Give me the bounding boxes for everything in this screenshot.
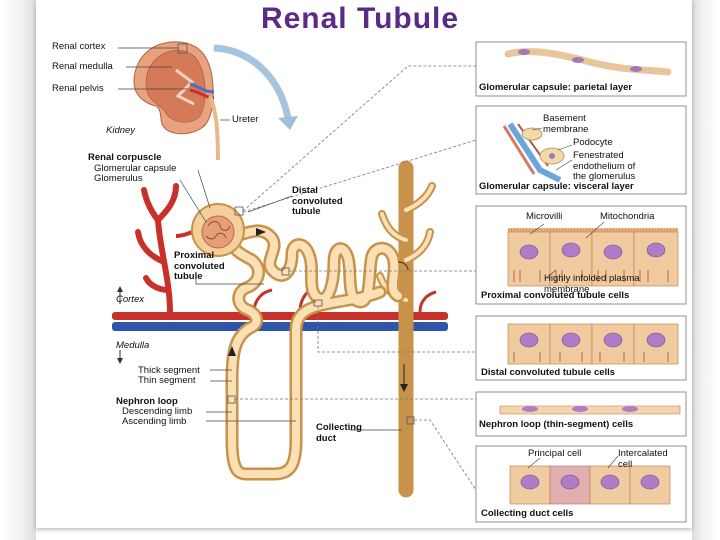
distal-cells [507, 323, 679, 365]
visceral-layer [502, 122, 573, 183]
collecting-duct-cells [509, 455, 671, 505]
slide-right-shadow [692, 0, 720, 540]
caption-visceral-layer: Glomerular capsule: visceral layer [479, 181, 634, 192]
page-title: Renal Tubule [260, 2, 460, 35]
label-renal-cortex: Renal cortex [52, 41, 106, 52]
label-thin-segment: Thin segment [138, 375, 196, 386]
label-mitochondria: Mitochondria [600, 211, 655, 222]
label-fenestrated-endothelium: Fenestrated endothelium of the glomerulu… [573, 150, 636, 182]
caption-parietal-layer: Glomerular capsule: parietal layer [479, 82, 633, 93]
label-microvilli: Microvilli [526, 211, 563, 222]
label-renal-medulla: Renal medulla [52, 61, 113, 72]
label-ureter: Ureter [232, 114, 259, 125]
blood-vessels [112, 183, 448, 331]
caption-proximal-cells: Proximal convoluted tubule cells [481, 290, 630, 301]
label-collecting-duct: Collecting duct [316, 422, 362, 444]
label-podocyte: Podocyte [573, 137, 613, 148]
label-intercalated-cell: Intercalated cell [618, 448, 668, 470]
label-nephron-loop: Nephron loop [116, 396, 178, 407]
proximal-cells [507, 221, 679, 287]
label-glomerular-capsule: Glomerular capsule [94, 163, 177, 174]
collecting-duct-drawing [376, 160, 436, 498]
label-glomerulus: Glomerulus [94, 173, 143, 184]
label-medulla: Medulla [116, 340, 150, 351]
label-thick-segment: Thick segment [138, 365, 200, 376]
caption-distal-cells: Distal convoluted tubule cells [481, 367, 616, 378]
caption-thin-segment-cells: Nephron loop (thin-segment) cells [479, 419, 634, 430]
label-descending-limb: Descending limb [122, 406, 193, 417]
label-renal-corpuscle: Renal corpuscle [88, 152, 162, 163]
label-cortex: Cortex [116, 294, 144, 305]
label-distal-convoluted-tubule: Distal convoluted tubule [292, 185, 343, 217]
kidney-drawing [133, 41, 220, 161]
nephron-tubule-drawing [191, 203, 415, 481]
thin-segment-cells [499, 405, 681, 415]
label-principal-cell: Principal cell [528, 448, 582, 459]
label-infolded-membrane: Highly infolded plasma membrane [544, 273, 640, 295]
label-ascending-limb: Ascending limb [122, 416, 187, 427]
label-renal-pelvis: Renal pelvis [52, 83, 104, 94]
label-basement-membrane: Basement membrane [543, 113, 589, 135]
parietal-cells [504, 48, 672, 76]
label-kidney: Kidney [106, 125, 136, 136]
caption-collecting-duct-cells: Collecting duct cells [481, 508, 574, 519]
slide-left-shadow [0, 0, 36, 540]
label-proximal-convoluted-tubule: Proximal convoluted tubule [174, 250, 225, 282]
